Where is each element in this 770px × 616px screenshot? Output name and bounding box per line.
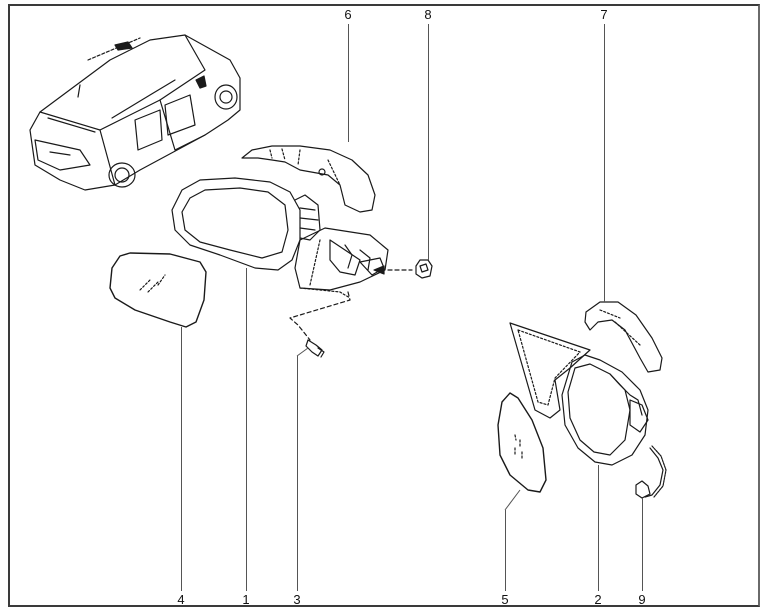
screw-guide-lines [289,291,351,341]
vehicle-locator-illustration [29,34,241,191]
leader-line-4 [181,327,182,591]
part-7-right-cover-cap [584,301,663,373]
callout-3: 3 [293,592,301,607]
leader-line-3 [297,356,298,591]
callout-7: 7 [600,7,608,22]
leader-line-3-tip [296,347,309,357]
leader-line-2 [598,465,599,591]
callout-9: 9 [638,592,646,607]
part-2-right-mirror-base [509,322,591,419]
part-3-screw [305,339,325,358]
part-8-clip [415,259,433,279]
leader-line-7 [604,24,605,302]
leader-line-1 [246,268,247,591]
part-6-left-cover-cap [241,145,376,213]
callout-1: 1 [242,592,250,607]
leader-line-5-tip [504,489,521,511]
part-2-right-mirror-assembly [561,354,649,466]
leader-line-9 [642,498,643,591]
leader-line-8 [428,24,429,260]
part-4-left-mirror-glass [109,252,207,328]
part-5-right-mirror-glass [497,392,547,493]
part-9-repeater-wire [635,445,667,499]
connector-arrow [373,265,413,275]
leader-line-6 [348,24,349,142]
callout-6: 6 [344,7,352,22]
callout-8: 8 [424,7,432,22]
callout-5: 5 [501,592,509,607]
callout-4: 4 [177,592,185,607]
callout-2: 2 [594,592,602,607]
leader-line-5 [505,510,506,591]
